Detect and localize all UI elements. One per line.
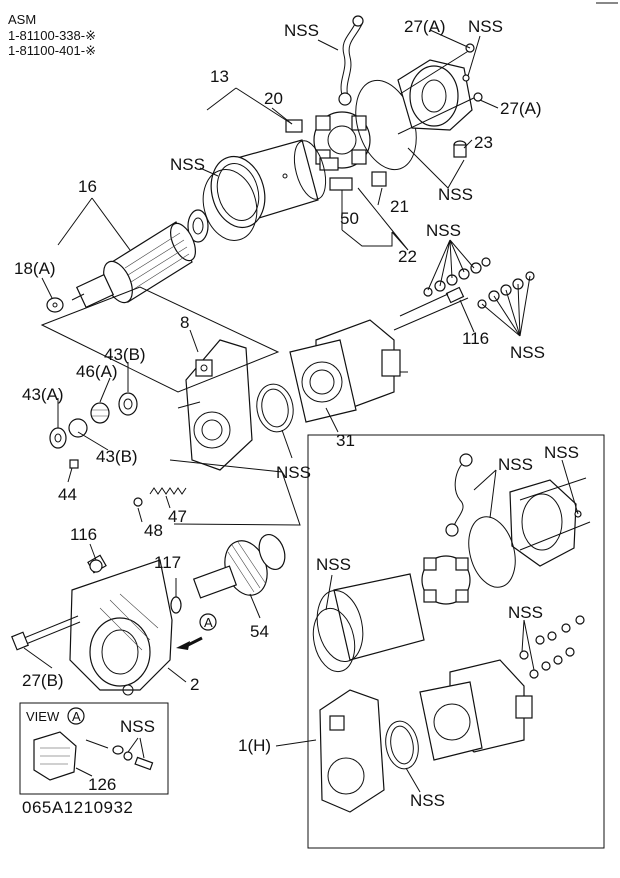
view-direction-arrow: A bbox=[176, 613, 217, 650]
label-16: 16 bbox=[78, 177, 97, 196]
label-48: 48 bbox=[144, 521, 163, 540]
label-8: 8 bbox=[180, 313, 189, 332]
label-54: 54 bbox=[250, 622, 269, 641]
magnetic-switch-part bbox=[289, 297, 469, 423]
header-asm: ASM bbox=[8, 12, 36, 27]
label-47: 47 bbox=[168, 507, 187, 526]
label-nss-top-right: NSS bbox=[468, 17, 503, 36]
label-nss-wire: NSS bbox=[284, 21, 319, 40]
inset-label-nss-washers: NSS bbox=[508, 603, 543, 622]
label-43a: 43(A) bbox=[22, 385, 64, 404]
label-nss-right: NSS bbox=[510, 343, 545, 362]
armature-part bbox=[71, 221, 196, 309]
label-2: 2 bbox=[190, 675, 199, 694]
header-part-number-2: 1-81100-401-※ bbox=[8, 43, 96, 58]
figure-code: 065A1210932 bbox=[22, 798, 133, 817]
view-label-nss: NSS bbox=[120, 717, 155, 736]
label-31: 31 bbox=[336, 431, 355, 450]
label-13: 13 bbox=[210, 67, 229, 86]
label-116-left: 116 bbox=[70, 525, 97, 544]
group-frame-lower bbox=[169, 459, 301, 526]
washer-18a-part bbox=[46, 297, 64, 313]
yoke-part bbox=[210, 139, 327, 229]
front-bracket-part bbox=[69, 559, 173, 696]
yoke-o-ring-part bbox=[202, 169, 258, 241]
header-part-number-1: 1-81100-338-※ bbox=[8, 28, 96, 43]
washer-18a-hole bbox=[52, 302, 58, 308]
label-nss-gasket: NSS bbox=[276, 463, 311, 482]
leader-lines bbox=[23, 29, 531, 683]
brush-holder-part bbox=[285, 111, 387, 191]
label-22: 22 bbox=[398, 247, 417, 266]
inset-label-nss-wire: NSS bbox=[498, 455, 533, 474]
inset-label-nss-gasket: NSS bbox=[410, 791, 445, 810]
spring-ball-parts bbox=[133, 487, 187, 507]
gasket-part bbox=[256, 383, 294, 433]
group-frame-upper bbox=[40, 286, 280, 393]
inset-label-nss-bolt: NSS bbox=[544, 443, 579, 462]
label-27a-top: 27(A) bbox=[404, 17, 446, 36]
washer-117-part bbox=[170, 596, 182, 614]
view-marker: A bbox=[72, 709, 81, 724]
bearing-part bbox=[187, 209, 209, 243]
assembly-header: ASM 1-81100-338-※ 1-81100-401-※ bbox=[8, 12, 96, 58]
bolt-116-right-part bbox=[399, 286, 465, 317]
gasket-inner bbox=[261, 388, 289, 428]
label-44: 44 bbox=[58, 485, 77, 504]
long-bolt-27b-part bbox=[11, 615, 81, 651]
label-50: 50 bbox=[340, 209, 359, 228]
label-18a: 18(A) bbox=[14, 259, 56, 278]
label-27b: 27(B) bbox=[22, 671, 64, 690]
assembly-1h-inset: NSS NSS NSS NSS NSS 1(H) bbox=[238, 434, 605, 849]
pinion-gear-part bbox=[192, 533, 286, 599]
direction-marker: A bbox=[204, 615, 213, 630]
label-46a: 46(A) bbox=[76, 362, 118, 381]
label-23: 23 bbox=[474, 133, 493, 152]
label-27a-right: 27(A) bbox=[500, 99, 542, 118]
part-labels: NSS 27(A) NSS 13 20 27(A) NSS 23 16 NSS … bbox=[14, 17, 545, 694]
label-116-right: 116 bbox=[462, 329, 489, 348]
lever-housing-part bbox=[177, 339, 253, 471]
label-43b-bottom: 43(B) bbox=[96, 447, 138, 466]
label-nss-mid-right: NSS bbox=[438, 185, 473, 204]
label-nss-yoke: NSS bbox=[170, 155, 205, 174]
label-nss-washers: NSS bbox=[426, 221, 461, 240]
view-label-126: 126 bbox=[88, 775, 116, 794]
label-1h: 1(H) bbox=[238, 736, 271, 755]
bushing-part bbox=[453, 140, 467, 158]
label-21: 21 bbox=[390, 197, 409, 216]
label-117: 117 bbox=[154, 553, 181, 572]
label-20: 20 bbox=[264, 89, 283, 108]
inset-label-nss-yoke: NSS bbox=[316, 555, 351, 574]
rear-end-frame-part bbox=[397, 43, 483, 135]
view-title: VIEW bbox=[26, 709, 60, 724]
label-43b-top: 43(B) bbox=[104, 345, 146, 364]
view-a-inset: VIEW A NSS 126 bbox=[19, 702, 169, 795]
wire-lead-part bbox=[338, 15, 364, 106]
